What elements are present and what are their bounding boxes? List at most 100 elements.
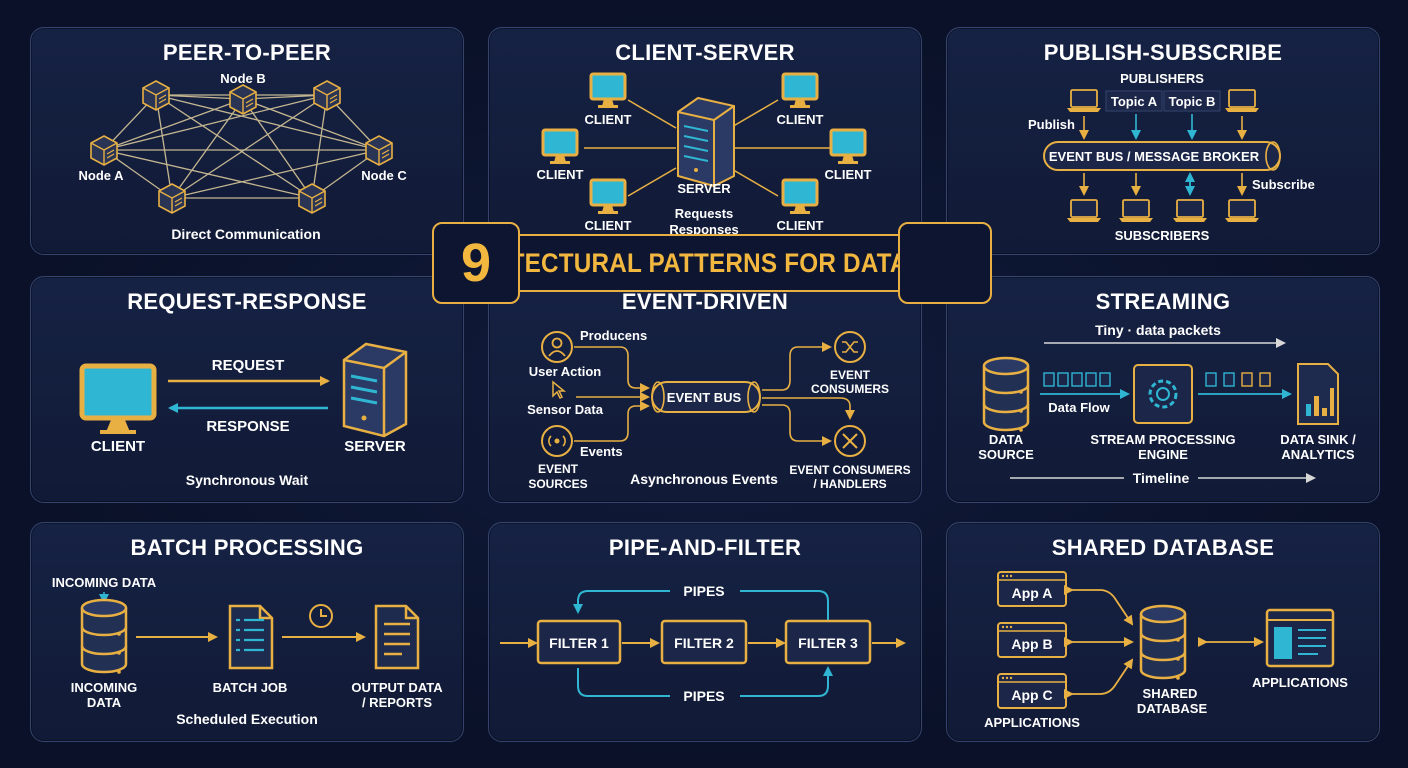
- sink-label-1: DATA SINK /: [1280, 432, 1356, 447]
- panel-title: EVENT-DRIVEN: [621, 289, 789, 314]
- tools-icon: [834, 425, 866, 457]
- client-server-diagram: CLIENT CLIENT CLIENT CLIENT CLIENT CLIEN…: [537, 72, 872, 237]
- client-monitor-icon: [781, 178, 819, 216]
- engine-label-2: ENGINE: [1138, 447, 1188, 462]
- filter-1-label: FILTER 1: [549, 635, 609, 651]
- publish-label: Publish: [1028, 117, 1075, 132]
- topic-b-box: [1163, 90, 1221, 112]
- request-label: REQUEST: [212, 357, 285, 374]
- shared-db-diagram: App A App B App C APPLICATIONS SHARED DA…: [984, 571, 1348, 730]
- reqres-diagram: CLIENT REQUEST RESPONSE SERVER Synchrono…: [79, 342, 408, 488]
- filter-2-label: FILTER 2: [674, 635, 734, 651]
- client-label: CLIENT: [825, 167, 872, 182]
- apps-left-label: APPLICATIONS: [984, 715, 1080, 730]
- filter-1-box: [536, 619, 622, 665]
- client-label: CLIENT: [777, 112, 824, 127]
- node-icon: [298, 183, 326, 214]
- event-driven-diagram: Producens User Action Sensor Data Events…: [527, 328, 911, 491]
- batch-job-icon: [228, 604, 274, 670]
- panel-title: BATCH PROCESSING: [130, 535, 364, 560]
- engine-label-1: STREAM PROCESSING: [1090, 432, 1235, 447]
- panel-title: PEER-TO-PEER: [162, 40, 332, 65]
- client-label: CLIENT: [585, 218, 632, 233]
- app-a-label: App A: [1012, 585, 1053, 601]
- db-label-2: DATABASE: [1137, 701, 1208, 716]
- panel-title: PUBLISH-SUBSCRIBE: [1043, 40, 1283, 65]
- subscriber-laptop-icon: [1066, 199, 1102, 223]
- sink-label-2: ANALYTICS: [1281, 447, 1355, 462]
- app-b-label: App B: [1011, 636, 1052, 652]
- data-source-icon: [982, 356, 1030, 434]
- pipes-bottom-label: PIPES: [683, 688, 724, 704]
- panel-title: REQUEST-RESPONSE: [127, 289, 367, 314]
- publisher-laptop-icon: [1066, 89, 1102, 113]
- client-monitor-icon: [589, 72, 627, 110]
- sensor-icon: [541, 425, 573, 457]
- events-label: Events: [580, 444, 623, 459]
- app-b-window: [997, 622, 1067, 658]
- responses-label: Responses: [669, 222, 738, 237]
- node-icon: [229, 84, 257, 115]
- server-icon: [342, 342, 408, 438]
- batch-caption: Scheduled Execution: [176, 711, 318, 727]
- node-a-label: Node A: [78, 168, 124, 183]
- client-monitor-icon: [781, 72, 819, 110]
- filter-3-box: [784, 619, 872, 665]
- title-banner: ARCHITECTURAL PATTERNS FOR DATA FLOW 9: [431, 222, 992, 304]
- pubsub-diagram: PUBLISHERS Topic A Topic B Publish EVENT…: [1028, 71, 1315, 243]
- banner-title: ARCHITECTURAL PATTERNS FOR DATA FLOW: [431, 247, 987, 278]
- topic-a-box: [1105, 90, 1163, 112]
- broker-label: EVENT BUS / MESSAGE BROKER: [1049, 149, 1260, 164]
- panel-title: SHARED DATABASE: [1051, 535, 1275, 560]
- pipes-top-label: PIPES: [683, 583, 724, 599]
- user-action-label: User Action: [529, 364, 602, 379]
- response-label: RESPONSE: [206, 418, 289, 435]
- app-c-label: App C: [1011, 687, 1052, 703]
- pointer-icon: [552, 380, 567, 400]
- panel-title: CLIENT-SERVER: [615, 40, 795, 65]
- applications-window-icon: [1265, 608, 1335, 668]
- server-icon: [677, 96, 735, 188]
- panel-title: PIPE-AND-FILTER: [608, 535, 802, 560]
- streaming-diagram: Tiny · data packets DATA SOURCE Data Flo…: [978, 322, 1356, 486]
- incoming-top-label: INCOMING DATA: [52, 575, 157, 590]
- packets-label: Tiny · data packets: [1095, 322, 1221, 338]
- node-icon: [313, 80, 341, 111]
- topic-a-label: Topic A: [1111, 94, 1158, 109]
- source-label-1: DATA: [989, 432, 1024, 447]
- event-bus: [651, 381, 761, 413]
- source-label-2: SOURCE: [978, 447, 1034, 462]
- user-icon: [541, 331, 573, 363]
- client-label: CLIENT: [777, 218, 824, 233]
- server-label: SERVER: [344, 438, 406, 455]
- p2p-caption: Direct Communication: [171, 226, 320, 242]
- node-b-label: Node B: [220, 71, 266, 86]
- consumers-label-1: EVENT: [830, 368, 871, 382]
- subscribers-label: SUBSCRIBERS: [1115, 228, 1210, 243]
- output-report-icon: [374, 604, 420, 670]
- requests-label: Requests: [675, 206, 734, 221]
- publisher-laptop-icon: [1224, 89, 1260, 113]
- packet-icons: [1205, 372, 1271, 387]
- client-label: CLIENT: [91, 438, 145, 455]
- subscriber-laptop-icon: [1172, 199, 1208, 223]
- client-monitor-icon: [79, 363, 157, 434]
- event-bus-label: EVENT BUS: [667, 390, 742, 405]
- subscriber-laptop-icon: [1224, 199, 1260, 223]
- client-monitor-icon: [589, 178, 627, 216]
- subscribe-label: Subscribe: [1252, 177, 1315, 192]
- reqres-caption: Synchronous Wait: [186, 472, 309, 488]
- sources-label-1: EVENT: [538, 462, 579, 476]
- handlers-label-2: / HANDLERS: [813, 477, 886, 491]
- message-broker: [1043, 141, 1281, 171]
- filter-3-label: FILTER 3: [798, 635, 858, 651]
- banner-number: 9: [432, 222, 520, 304]
- pipe-filter-diagram: PIPES FILTER 1 FILTER 2 FILTER 3 PIPES: [500, 583, 906, 704]
- packet-icons: [1043, 372, 1111, 387]
- incoming-label-2: DATA: [87, 695, 122, 710]
- publishers-label: PUBLISHERS: [1120, 71, 1204, 86]
- consumers-label-2: CONSUMERS: [811, 382, 889, 396]
- sources-label-2: SOURCES: [528, 477, 587, 491]
- clock-icon: [309, 604, 333, 628]
